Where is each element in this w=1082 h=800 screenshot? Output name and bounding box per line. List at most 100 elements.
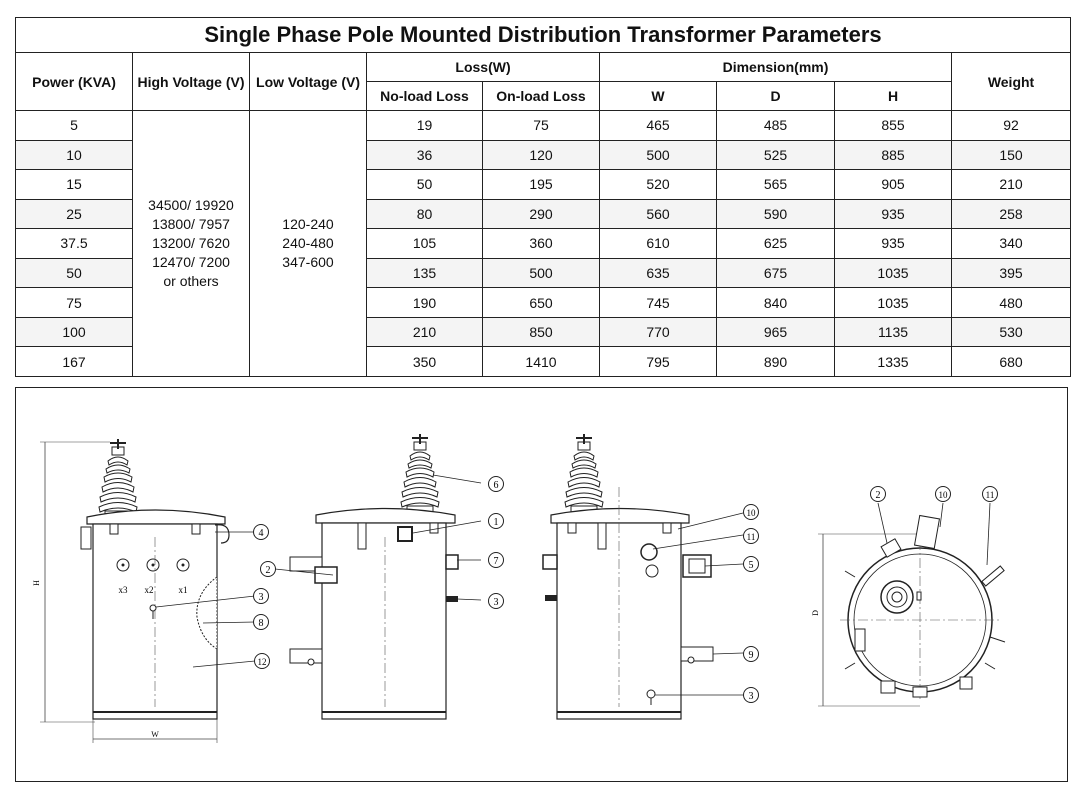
header-low-voltage: Low Voltage (V) <box>249 52 367 111</box>
cell-weight: 395 <box>950 257 1072 289</box>
callout-7: 7 <box>488 552 504 568</box>
cell-d: 525 <box>716 139 835 171</box>
low-voltage-line: 347-600 <box>282 254 334 270</box>
svg-text:1: 1 <box>494 517 499 528</box>
cell-d: 485 <box>716 110 835 141</box>
cell-no-load: 19 <box>366 110 483 141</box>
top-view: D <box>811 502 1006 707</box>
cell-on-load: 360 <box>482 228 600 259</box>
technical-drawings: H W x3 x2 x1 <box>32 433 1006 743</box>
callout-11a: 11 <box>743 528 759 544</box>
cell-w: 520 <box>599 169 717 200</box>
cell-no-load: 210 <box>366 316 483 348</box>
cell-w: 500 <box>599 139 717 171</box>
header-dim-w: W <box>599 81 717 111</box>
cell-w: 745 <box>599 287 717 318</box>
cell-on-load: 75 <box>482 110 600 141</box>
cell-w: 795 <box>599 346 717 377</box>
cell-weight: 150 <box>950 139 1072 171</box>
high-voltage-line: or others <box>163 273 219 289</box>
svg-text:10: 10 <box>939 490 949 500</box>
cell-w: 770 <box>599 316 717 348</box>
cell-d: 840 <box>716 287 835 318</box>
cell-w: 635 <box>599 257 717 289</box>
svg-text:2: 2 <box>876 490 881 501</box>
callout-11b: 11 <box>982 486 998 502</box>
callout-8: 8 <box>253 614 269 630</box>
callout-4: 4 <box>253 524 269 540</box>
callout-2b: 2 <box>870 486 886 502</box>
cell-power: 75 <box>15 287 133 318</box>
cell-power: 167 <box>15 346 133 377</box>
cell-h: 855 <box>834 110 952 141</box>
cell-no-load: 105 <box>366 228 483 259</box>
back-view <box>542 433 744 720</box>
header-dimension: Dimension(mm) <box>599 52 952 82</box>
cell-h: 905 <box>834 169 952 200</box>
cell-w: 610 <box>599 228 717 259</box>
cell-power: 10 <box>15 139 133 171</box>
svg-text:6: 6 <box>494 480 499 491</box>
cell-weight: 210 <box>950 169 1072 200</box>
cell-power: 100 <box>15 316 133 348</box>
svg-text:10: 10 <box>747 508 757 518</box>
cell-power: 37.5 <box>15 228 133 259</box>
cell-d: 965 <box>716 316 835 348</box>
cell-weight: 530 <box>950 316 1072 348</box>
callout-3a: 3 <box>253 588 269 604</box>
svg-text:12: 12 <box>258 657 267 667</box>
high-voltage-line: 13200/ 7620 <box>152 235 230 251</box>
cell-on-load: 195 <box>482 169 600 200</box>
high-voltage-line: 34500/ 19920 <box>148 197 234 213</box>
cell-on-load: 850 <box>482 316 600 348</box>
cell-h: 1035 <box>834 287 952 318</box>
low-voltage-line: 240-480 <box>282 235 334 251</box>
cell-weight: 92 <box>950 110 1072 141</box>
cell-power: 50 <box>15 257 133 289</box>
spec-table: Single Phase Pole Mounted Distribution T… <box>14 17 1072 377</box>
header-power: Power (KVA) <box>15 52 133 111</box>
width-dim-label: W <box>151 730 159 739</box>
callout-5: 5 <box>743 556 759 572</box>
cell-h: 1335 <box>834 346 952 377</box>
callout-3b: 3 <box>488 593 504 609</box>
cell-weight: 480 <box>950 287 1072 318</box>
svg-text:5: 5 <box>749 560 754 571</box>
callouts: 4 3 8 12 2 6 1 7 3 10 11 5 9 3 2 10 11 <box>253 476 998 703</box>
cell-on-load: 1410 <box>482 346 600 377</box>
cell-d: 625 <box>716 228 835 259</box>
cell-d: 890 <box>716 346 835 377</box>
cell-h: 885 <box>834 139 952 171</box>
cell-on-load: 500 <box>482 257 600 289</box>
header-no-load-loss: No-load Loss <box>366 81 483 111</box>
svg-text:7: 7 <box>494 556 499 567</box>
svg-text:11: 11 <box>747 532 756 542</box>
callout-3c: 3 <box>743 687 759 703</box>
svg-text:3: 3 <box>494 597 499 608</box>
cell-no-load: 350 <box>366 346 483 377</box>
cell-power: 15 <box>15 169 133 200</box>
cell-on-load: 120 <box>482 139 600 171</box>
cell-h: 935 <box>834 198 952 230</box>
callout-6: 6 <box>488 476 504 492</box>
header-dim-h: H <box>834 81 952 111</box>
cell-weight: 258 <box>950 198 1072 230</box>
svg-text:4: 4 <box>259 528 264 539</box>
svg-text:8: 8 <box>259 618 264 629</box>
svg-text:3: 3 <box>259 592 264 603</box>
drawing-frame <box>15 387 1068 782</box>
high-voltage-line: 13800/ 7957 <box>152 216 230 232</box>
cell-weight: 680 <box>950 346 1072 377</box>
table-title: Single Phase Pole Mounted Distribution T… <box>14 17 1072 53</box>
header-on-load-loss: On-load Loss <box>482 81 600 111</box>
cell-power: 25 <box>15 198 133 230</box>
cell-no-load: 190 <box>366 287 483 318</box>
cell-no-load: 36 <box>366 139 483 171</box>
callout-1: 1 <box>488 513 504 529</box>
callout-10b: 10 <box>935 486 951 502</box>
